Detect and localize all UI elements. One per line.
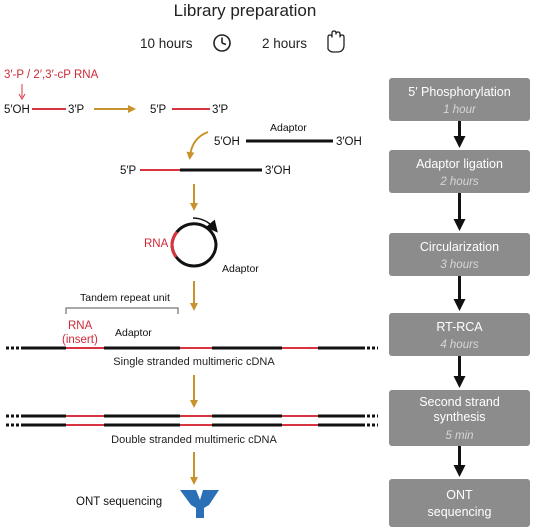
phos-5p-label: 5′P — [150, 104, 167, 116]
step-3-title: Circularization — [420, 240, 499, 254]
time-hands-on: 2 hours — [262, 36, 307, 51]
step-box-5: Second strand synthesis 5 min — [389, 390, 530, 446]
rna-label: 3′-P / 2′,3′-cP RNA — [4, 69, 99, 81]
step-4-title: RT-RCA — [436, 320, 483, 334]
circle-rna-label: RNA — [144, 238, 169, 250]
step-6-title-line2: sequencing — [428, 505, 492, 519]
step-5-title-line2: synthesis — [433, 410, 485, 424]
adaptor-3oh-label: 3′OH — [336, 136, 362, 148]
ont-label: ONT sequencing — [76, 496, 162, 508]
step-4-duration: 4 hours — [440, 339, 479, 351]
nanopore-icon — [180, 490, 219, 518]
phos-3p-label: 3′P — [212, 104, 229, 116]
insert-label-2: (insert) — [62, 334, 98, 346]
step-5-duration: 5 min — [445, 430, 473, 442]
step-box-4: RT-RCA 4 hours — [389, 313, 530, 356]
step-box-3: Circularization 3 hours — [389, 233, 530, 276]
hand-icon — [327, 30, 345, 53]
lig-5p-label: 5′P — [120, 165, 137, 177]
step-box-1: 5′ Phosphorylation 1 hour — [389, 78, 530, 121]
time-hands-off: 10 hours — [140, 36, 193, 51]
insert-label-1: RNA — [68, 320, 93, 332]
lig-3oh-label: 3′OH — [265, 165, 291, 177]
page-title: Library preparation — [174, 1, 317, 20]
step-box-6: ONT sequencing — [389, 479, 530, 527]
adaptor-title: Adaptor — [270, 122, 307, 134]
step-2-title: Adaptor ligation — [416, 157, 503, 171]
double-stranded-caption: Double stranded multimeric cDNA — [111, 434, 277, 446]
circle-adaptor-label: Adaptor — [222, 263, 259, 275]
single-stranded-caption: Single stranded multimeric cDNA — [113, 356, 275, 368]
circular-product — [170, 217, 218, 268]
curve-arrow — [186, 131, 209, 160]
step-box-2: Adaptor ligation 2 hours — [389, 150, 530, 193]
step-6-title-line1: ONT — [446, 488, 473, 502]
adaptor-5oh-label: 5′OH — [214, 136, 240, 148]
tandem-unit-label: Tandem repeat unit — [80, 292, 170, 304]
tandem-bracket — [65, 307, 179, 314]
step-3-duration: 3 hours — [440, 259, 479, 271]
step-1-duration: 1 hour — [443, 104, 477, 116]
rna-5oh-label: 5′OH — [4, 104, 30, 116]
step-2-duration: 2 hours — [439, 176, 479, 188]
double-stranded-cdna — [6, 414, 378, 427]
adaptor-strand-label: Adaptor — [115, 327, 152, 339]
step-5-title-line1: Second strand — [419, 395, 500, 409]
rna-3p-label: 3′P — [68, 104, 85, 116]
clock-icon — [213, 34, 231, 52]
step-1-title: 5′ Phosphorylation — [408, 85, 510, 99]
